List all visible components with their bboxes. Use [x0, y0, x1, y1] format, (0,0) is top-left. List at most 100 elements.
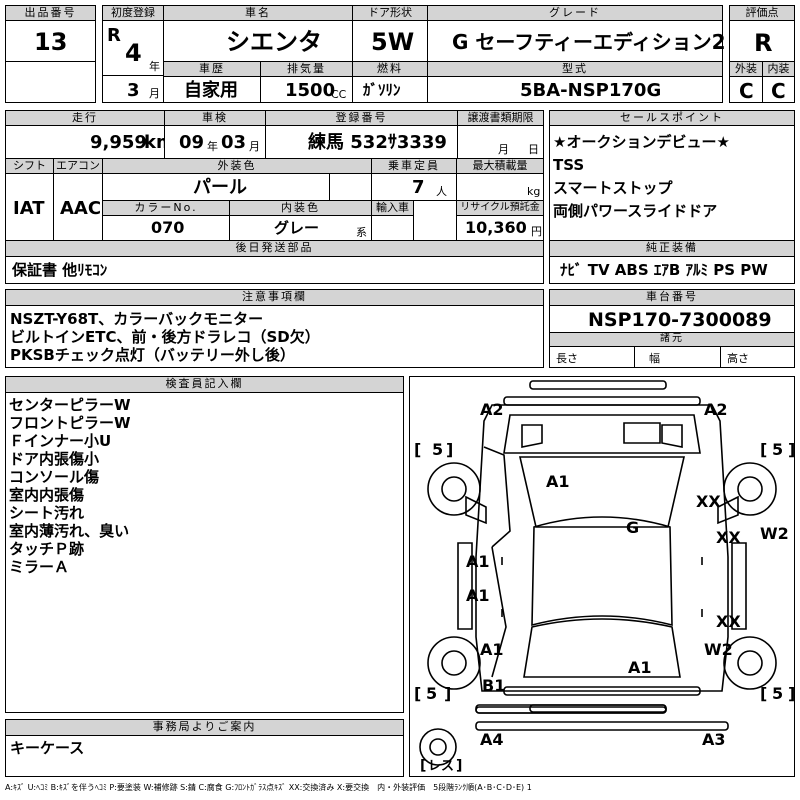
reg-year: 4 [125, 39, 142, 67]
recycle: 10,360 [465, 218, 527, 237]
recycle-box: 10,360 円 [456, 215, 544, 241]
svg-text:A1: A1 [466, 586, 490, 605]
inspector-line: 室内薄汚れ、臭い [9, 522, 130, 540]
notes-list: NSZT-Y68T、カラーバックモニター ビルトインETC、前・後方ドラレコ（S… [10, 310, 320, 364]
rear-bumper-side [529, 704, 667, 713]
door-label: ドア形状 [352, 5, 428, 21]
displacement: 1500 [285, 80, 336, 101]
transfer-box: 月 日 [457, 125, 544, 159]
svg-text:A2: A2 [704, 400, 728, 419]
plate-box: 練馬 532ｻ3339 [265, 125, 458, 159]
plate: 練馬 532ｻ3339 [308, 132, 447, 153]
inspector-line: フロントピラーW [9, 414, 131, 432]
exterior-box: C [729, 76, 763, 103]
interior-label: 内装 [762, 61, 795, 77]
first-reg-label: 初度登録 [102, 5, 164, 21]
intcolor-box: グレー 系 [229, 215, 372, 241]
reg-month: 3 [127, 80, 140, 101]
car-outline: [5] [5] [5] [5] [レス] A2 A2 A1 XX G XX W2… [414, 380, 794, 774]
inspector-list: センターピラーW フロントピラーW Ｆインナー小U ドア内張傷小 コンソール傷 … [9, 396, 131, 576]
cc-unit: CC [331, 88, 347, 101]
era: R [107, 25, 121, 46]
inspector-line: 室内内張傷 [9, 486, 85, 504]
color-label: 外装色 [102, 158, 372, 174]
model-label: 型式 [427, 61, 723, 77]
lot-label: 出品番号 [5, 5, 96, 21]
shift-box: IAT [5, 173, 54, 241]
sales-point: TSS [553, 156, 585, 174]
equipment: ﾅﾋﾞ TV ABS ｴｱB ｱﾙﾐ PS PW [560, 261, 768, 279]
exterior-label: 外装 [729, 61, 763, 77]
width-label: 幅 [649, 352, 660, 365]
mileage-box: 9,959 km [5, 125, 175, 159]
svg-text:[: [ [760, 684, 767, 703]
fuel-label: 燃料 [352, 61, 428, 77]
roof [531, 516, 673, 627]
shift: IAT [13, 198, 45, 219]
score-label: 評価点 [729, 5, 795, 21]
later-parts: 保証書 他ﾘﾓｺﾝ [12, 261, 108, 279]
door-box: 5W [352, 20, 428, 62]
ac-label: エアコン [53, 158, 103, 174]
svg-text:[: [ [414, 440, 421, 459]
transfer-day-unit: 日 [528, 143, 539, 156]
import-label: 輸入車 [371, 200, 414, 216]
front-bumper [503, 396, 701, 406]
grade: G セーフティーエディション2 [452, 30, 726, 54]
grade-box: G セーフティーエディション2 [427, 20, 726, 62]
load-unit: kg [527, 185, 541, 198]
equipment-label: 純正装備 [549, 240, 795, 257]
svg-text:A1: A1 [480, 640, 504, 659]
svg-text:[: [ [760, 440, 767, 459]
color: パール [193, 177, 247, 198]
mileage: 9,959 [90, 132, 147, 153]
shift-label: シフト [5, 158, 54, 174]
damage-marks: A2 A2 A1 XX G XX W2 A1 A1 XX A1 W2 A1 B1… [466, 400, 789, 749]
capacity-box: 7 人 [371, 173, 457, 201]
inspector-box: センターピラーW フロントピラーW Ｆインナー小U ドア内張傷小 コンソール傷 … [5, 392, 404, 713]
left-mirror [465, 495, 487, 525]
later-parts-label: 後日発送部品 [5, 240, 544, 257]
transfer-month-unit: 月 [498, 143, 509, 156]
front-bumper-top [529, 380, 667, 390]
capacity-unit: 人 [436, 185, 447, 198]
model-code: 5BA-NSP170G [520, 80, 662, 101]
wheel-front-right [723, 462, 777, 516]
inspection-label: 車検 [164, 110, 266, 126]
capacity: 7 [412, 177, 425, 198]
model-box: 5BA-NSP170G [427, 76, 723, 103]
tire-fl: 5 [432, 440, 443, 459]
tire-rr: 5 [772, 684, 783, 703]
car-name: シエンタ [226, 28, 322, 56]
svg-text:A3: A3 [702, 730, 726, 749]
notes-box: NSZT-Y68T、カラーバックモニター ビルトインETC、前・後方ドラレコ（S… [5, 305, 544, 368]
car-diagram: [5] [5] [5] [5] [レス] A2 A2 A1 XX G XX W2… [409, 376, 795, 777]
svg-text:XX: XX [696, 492, 721, 511]
lot-number: 13 [34, 28, 68, 56]
inspector-line: Ｆインナー小U [9, 432, 112, 450]
wheel-rear-right [723, 636, 777, 690]
ac: AAC [60, 198, 102, 219]
inspector-line: ドア内張傷小 [9, 450, 100, 468]
note-line: NSZT-Y68T、カラーバックモニター [10, 310, 264, 328]
svg-text:W2: W2 [760, 524, 789, 543]
svg-text:[: [ [414, 684, 421, 703]
right-mirror [717, 495, 739, 525]
svg-text:A4: A4 [480, 730, 504, 749]
svg-text:B1: B1 [482, 676, 505, 695]
insp-year-unit: 年 [207, 140, 218, 153]
interior-grade: C [771, 79, 786, 103]
svg-text:]: ] [456, 758, 462, 774]
history-box: 自家用 [163, 76, 261, 103]
chassis-box: NSP170-7300089 [549, 305, 795, 333]
intcolor: グレー [274, 219, 320, 237]
svg-text:]: ] [788, 684, 794, 703]
office-box: キーケース [5, 735, 404, 777]
width-box: 幅 [634, 346, 721, 368]
spare-tire [419, 728, 457, 766]
inspection-box: 09 年 03 月 [164, 125, 266, 159]
year-unit: 年 [149, 60, 160, 73]
dims-label: 諸元 [549, 332, 795, 347]
history: 自家用 [184, 80, 238, 101]
grade-label: グレード [427, 5, 723, 21]
